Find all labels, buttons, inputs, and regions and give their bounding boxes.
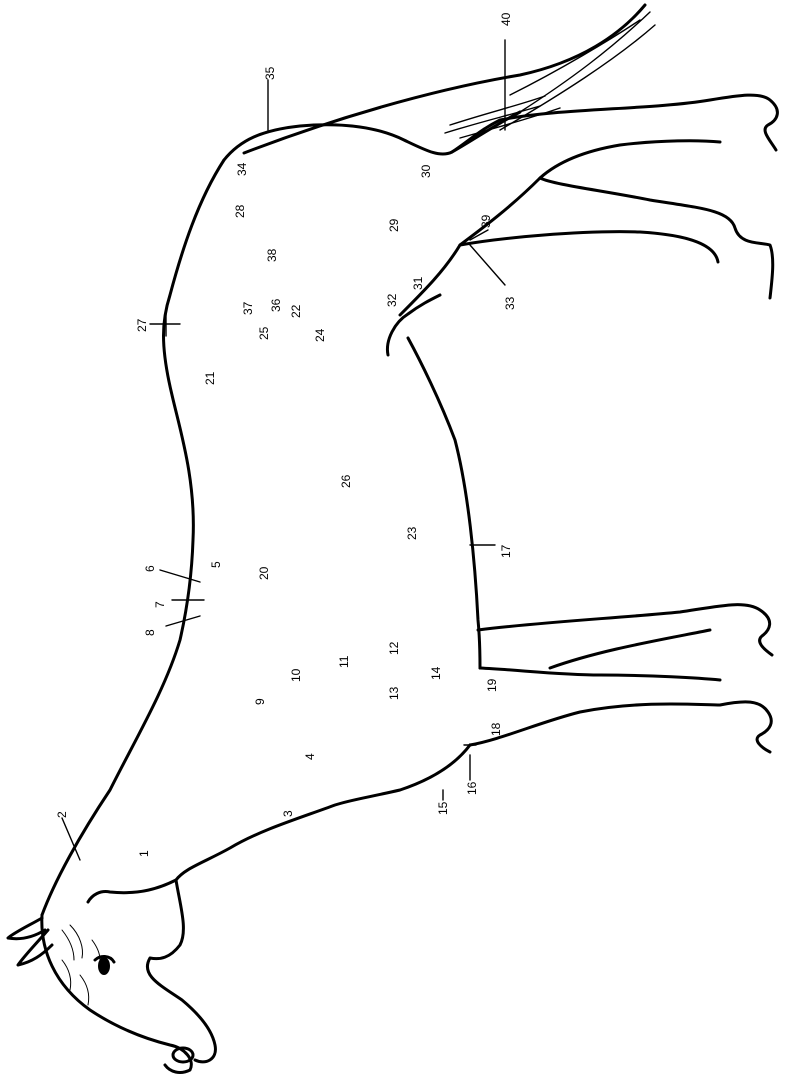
label-27: 27	[135, 318, 149, 332]
label-16: 16	[465, 781, 479, 795]
label-34: 34	[235, 162, 249, 176]
label-38: 38	[265, 248, 279, 262]
face-hair	[80, 975, 89, 1005]
label-19: 19	[485, 678, 499, 692]
label-21: 21	[203, 371, 217, 385]
chest-outline	[176, 745, 470, 880]
tail-outline	[244, 5, 645, 153]
topline-outline	[42, 160, 224, 915]
label-17: 17	[499, 544, 513, 558]
label-7: 7	[153, 601, 167, 608]
label-37: 37	[241, 301, 255, 315]
label-26: 26	[339, 474, 353, 488]
label-13: 13	[387, 686, 401, 700]
face-hair	[70, 925, 83, 958]
label-23: 23	[405, 526, 419, 540]
label-36: 36	[269, 298, 283, 312]
pointer-line	[160, 570, 200, 582]
hind-leg-top-rear	[540, 141, 720, 178]
tail-hair	[500, 25, 655, 130]
label-2: 2	[55, 811, 69, 818]
label-35: 35	[263, 66, 277, 80]
label-32: 32	[385, 293, 399, 307]
label-10: 10	[289, 668, 303, 682]
label-30: 30	[419, 164, 433, 178]
label-3: 3	[281, 810, 295, 817]
label-20: 20	[257, 566, 271, 580]
label-28: 28	[233, 204, 247, 218]
label-15: 15	[436, 801, 450, 815]
label-18: 18	[489, 722, 503, 736]
foreleg-bottom-outline	[470, 702, 771, 752]
hind-leg-bottom-front	[400, 232, 718, 315]
label-11: 11	[337, 655, 351, 668]
label-6: 6	[143, 565, 157, 572]
label-22: 22	[289, 304, 303, 318]
foreleg-bottom-inner	[480, 668, 720, 680]
face-hair	[62, 930, 74, 960]
label-5: 5	[209, 561, 223, 568]
label-39: 39	[479, 214, 493, 228]
label-40: 40	[499, 12, 513, 26]
head-outline	[147, 880, 215, 1062]
label-14: 14	[429, 666, 443, 680]
label-4: 4	[303, 753, 317, 760]
jaw-outline	[88, 880, 176, 902]
belly-outline	[408, 338, 480, 668]
foreleg-top-inner	[550, 630, 710, 668]
label-24: 24	[313, 328, 327, 342]
label-9: 9	[253, 698, 267, 705]
ear-shape	[8, 918, 45, 939]
label-1: 1	[137, 850, 151, 857]
muzzle-outline	[42, 915, 191, 1072]
label-31: 31	[411, 276, 425, 290]
label-12: 12	[387, 641, 401, 655]
label-25: 25	[257, 326, 271, 340]
label-29: 29	[387, 218, 401, 232]
label-8: 8	[143, 629, 157, 636]
label-33: 33	[503, 296, 517, 310]
pointer-line	[470, 245, 505, 285]
